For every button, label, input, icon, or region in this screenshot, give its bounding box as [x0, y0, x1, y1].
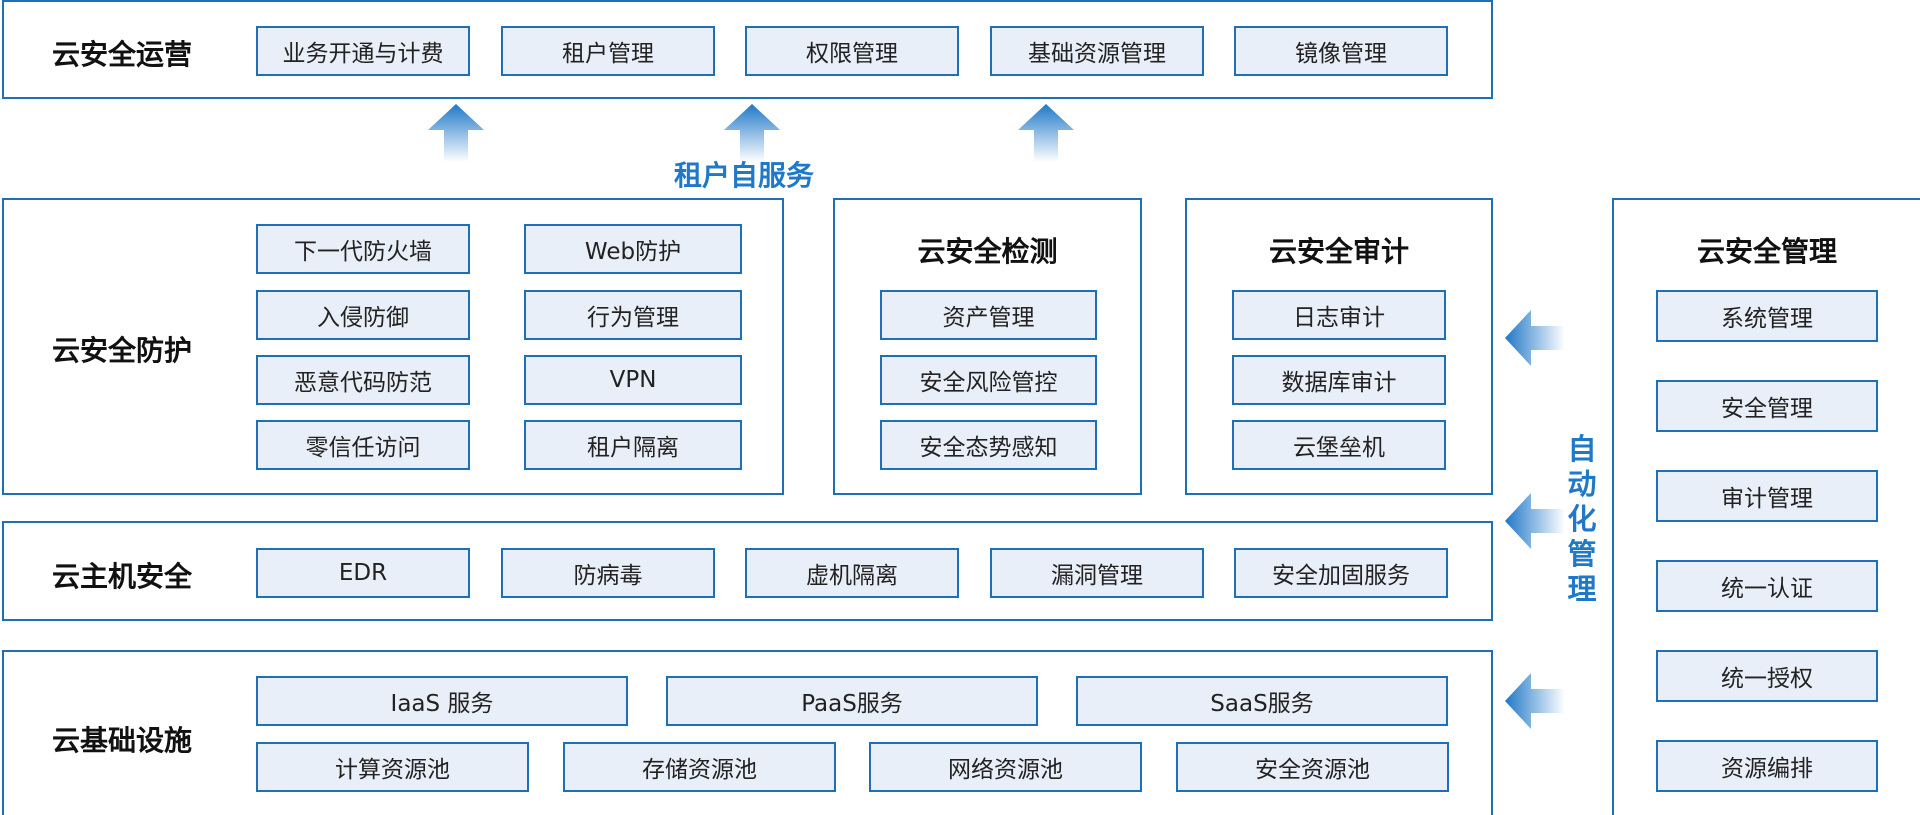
host-title: 云主机安全	[52, 560, 193, 593]
host-item-edr[interactable]: EDR	[256, 548, 470, 598]
automation-char: 化	[1567, 502, 1597, 536]
left-arrow-icon	[1505, 493, 1565, 549]
up-arrow-icon	[428, 104, 484, 162]
protection-item-ngfw[interactable]: 下一代防火墙	[256, 224, 470, 274]
infra-item-storage[interactable]: 存储资源池	[563, 742, 836, 792]
automation-char: 动	[1567, 467, 1597, 501]
management-item-audit[interactable]: 审计管理	[1656, 470, 1878, 522]
audit-item-log[interactable]: 日志审计	[1232, 290, 1446, 340]
protection-item-vpn[interactable]: VPN	[524, 355, 742, 405]
protection-item-behavior[interactable]: 行为管理	[524, 290, 742, 340]
infra-item-network[interactable]: 网络资源池	[869, 742, 1142, 792]
up-arrow-icon	[724, 104, 780, 162]
protection-item-web[interactable]: Web防护	[524, 224, 742, 274]
management-item-auth[interactable]: 统一认证	[1656, 560, 1878, 612]
audit-panel: 云安全审计 日志审计 数据库审计 云堡垒机	[1185, 198, 1493, 495]
up-arrow-icon	[1018, 104, 1074, 162]
automation-label: 自 动 化 管 理	[1565, 432, 1599, 607]
host-item-vm-isolation[interactable]: 虚机隔离	[745, 548, 959, 598]
left-arrow-icon	[1505, 310, 1565, 366]
protection-title: 云安全防护	[52, 334, 193, 367]
detection-panel: 云安全检测 资产管理 安全风险管控 安全态势感知	[833, 198, 1142, 495]
ops-item-permission[interactable]: 权限管理	[745, 26, 959, 76]
infra-item-iaas[interactable]: IaaS 服务	[256, 676, 628, 726]
ops-item-resources[interactable]: 基础资源管理	[990, 26, 1204, 76]
infra-item-saas[interactable]: SaaS服务	[1076, 676, 1448, 726]
ops-title: 云安全运营	[52, 38, 193, 71]
protection-item-zerotrust[interactable]: 零信任访问	[256, 420, 470, 470]
detection-item-asset[interactable]: 资产管理	[880, 290, 1097, 340]
ops-item-billing[interactable]: 业务开通与计费	[256, 26, 470, 76]
ops-item-tenant[interactable]: 租户管理	[501, 26, 715, 76]
management-item-orchestrate[interactable]: 资源编排	[1656, 740, 1878, 792]
host-item-vuln[interactable]: 漏洞管理	[990, 548, 1204, 598]
self-service-label: 租户自服务	[674, 159, 815, 192]
management-item-authorize[interactable]: 统一授权	[1656, 650, 1878, 702]
left-arrow-icon	[1505, 673, 1565, 729]
protection-item-isolation[interactable]: 租户隔离	[524, 420, 742, 470]
ops-panel: 云安全运营 业务开通与计费 租户管理 权限管理 基础资源管理 镜像管理	[2, 0, 1493, 99]
infra-item-paas[interactable]: PaaS服务	[666, 676, 1038, 726]
detection-item-risk[interactable]: 安全风险管控	[880, 355, 1097, 405]
management-title: 云安全管理	[1696, 235, 1837, 268]
automation-char: 管	[1567, 537, 1597, 571]
audit-item-bastion[interactable]: 云堡垒机	[1232, 420, 1446, 470]
protection-item-malware[interactable]: 恶意代码防范	[256, 355, 470, 405]
infra-title: 云基础设施	[52, 724, 193, 757]
infra-item-security-pool[interactable]: 安全资源池	[1176, 742, 1449, 792]
protection-panel: 云安全防护 下一代防火墙 Web防护 入侵防御 行为管理 恶意代码防范 VPN …	[2, 198, 784, 495]
host-panel: 云主机安全 EDR 防病毒 虚机隔离 漏洞管理 安全加固服务	[2, 521, 1493, 621]
host-item-antivirus[interactable]: 防病毒	[501, 548, 715, 598]
ops-item-image[interactable]: 镜像管理	[1234, 26, 1448, 76]
management-item-security[interactable]: 安全管理	[1656, 380, 1878, 432]
audit-item-db[interactable]: 数据库审计	[1232, 355, 1446, 405]
automation-char: 自	[1567, 432, 1597, 466]
protection-item-ips[interactable]: 入侵防御	[256, 290, 470, 340]
audit-title: 云安全审计	[1268, 235, 1409, 268]
infra-panel: 云基础设施 IaaS 服务 PaaS服务 SaaS服务 计算资源池 存储资源池 …	[2, 650, 1493, 815]
management-item-system[interactable]: 系统管理	[1656, 290, 1878, 342]
detection-title: 云安全检测	[917, 235, 1058, 268]
management-panel: 云安全管理 系统管理 安全管理 审计管理 统一认证 统一授权 资源编排	[1612, 198, 1920, 815]
infra-item-compute[interactable]: 计算资源池	[256, 742, 529, 792]
detection-item-situation[interactable]: 安全态势感知	[880, 420, 1097, 470]
automation-char: 理	[1567, 572, 1597, 606]
host-item-hardening[interactable]: 安全加固服务	[1234, 548, 1448, 598]
